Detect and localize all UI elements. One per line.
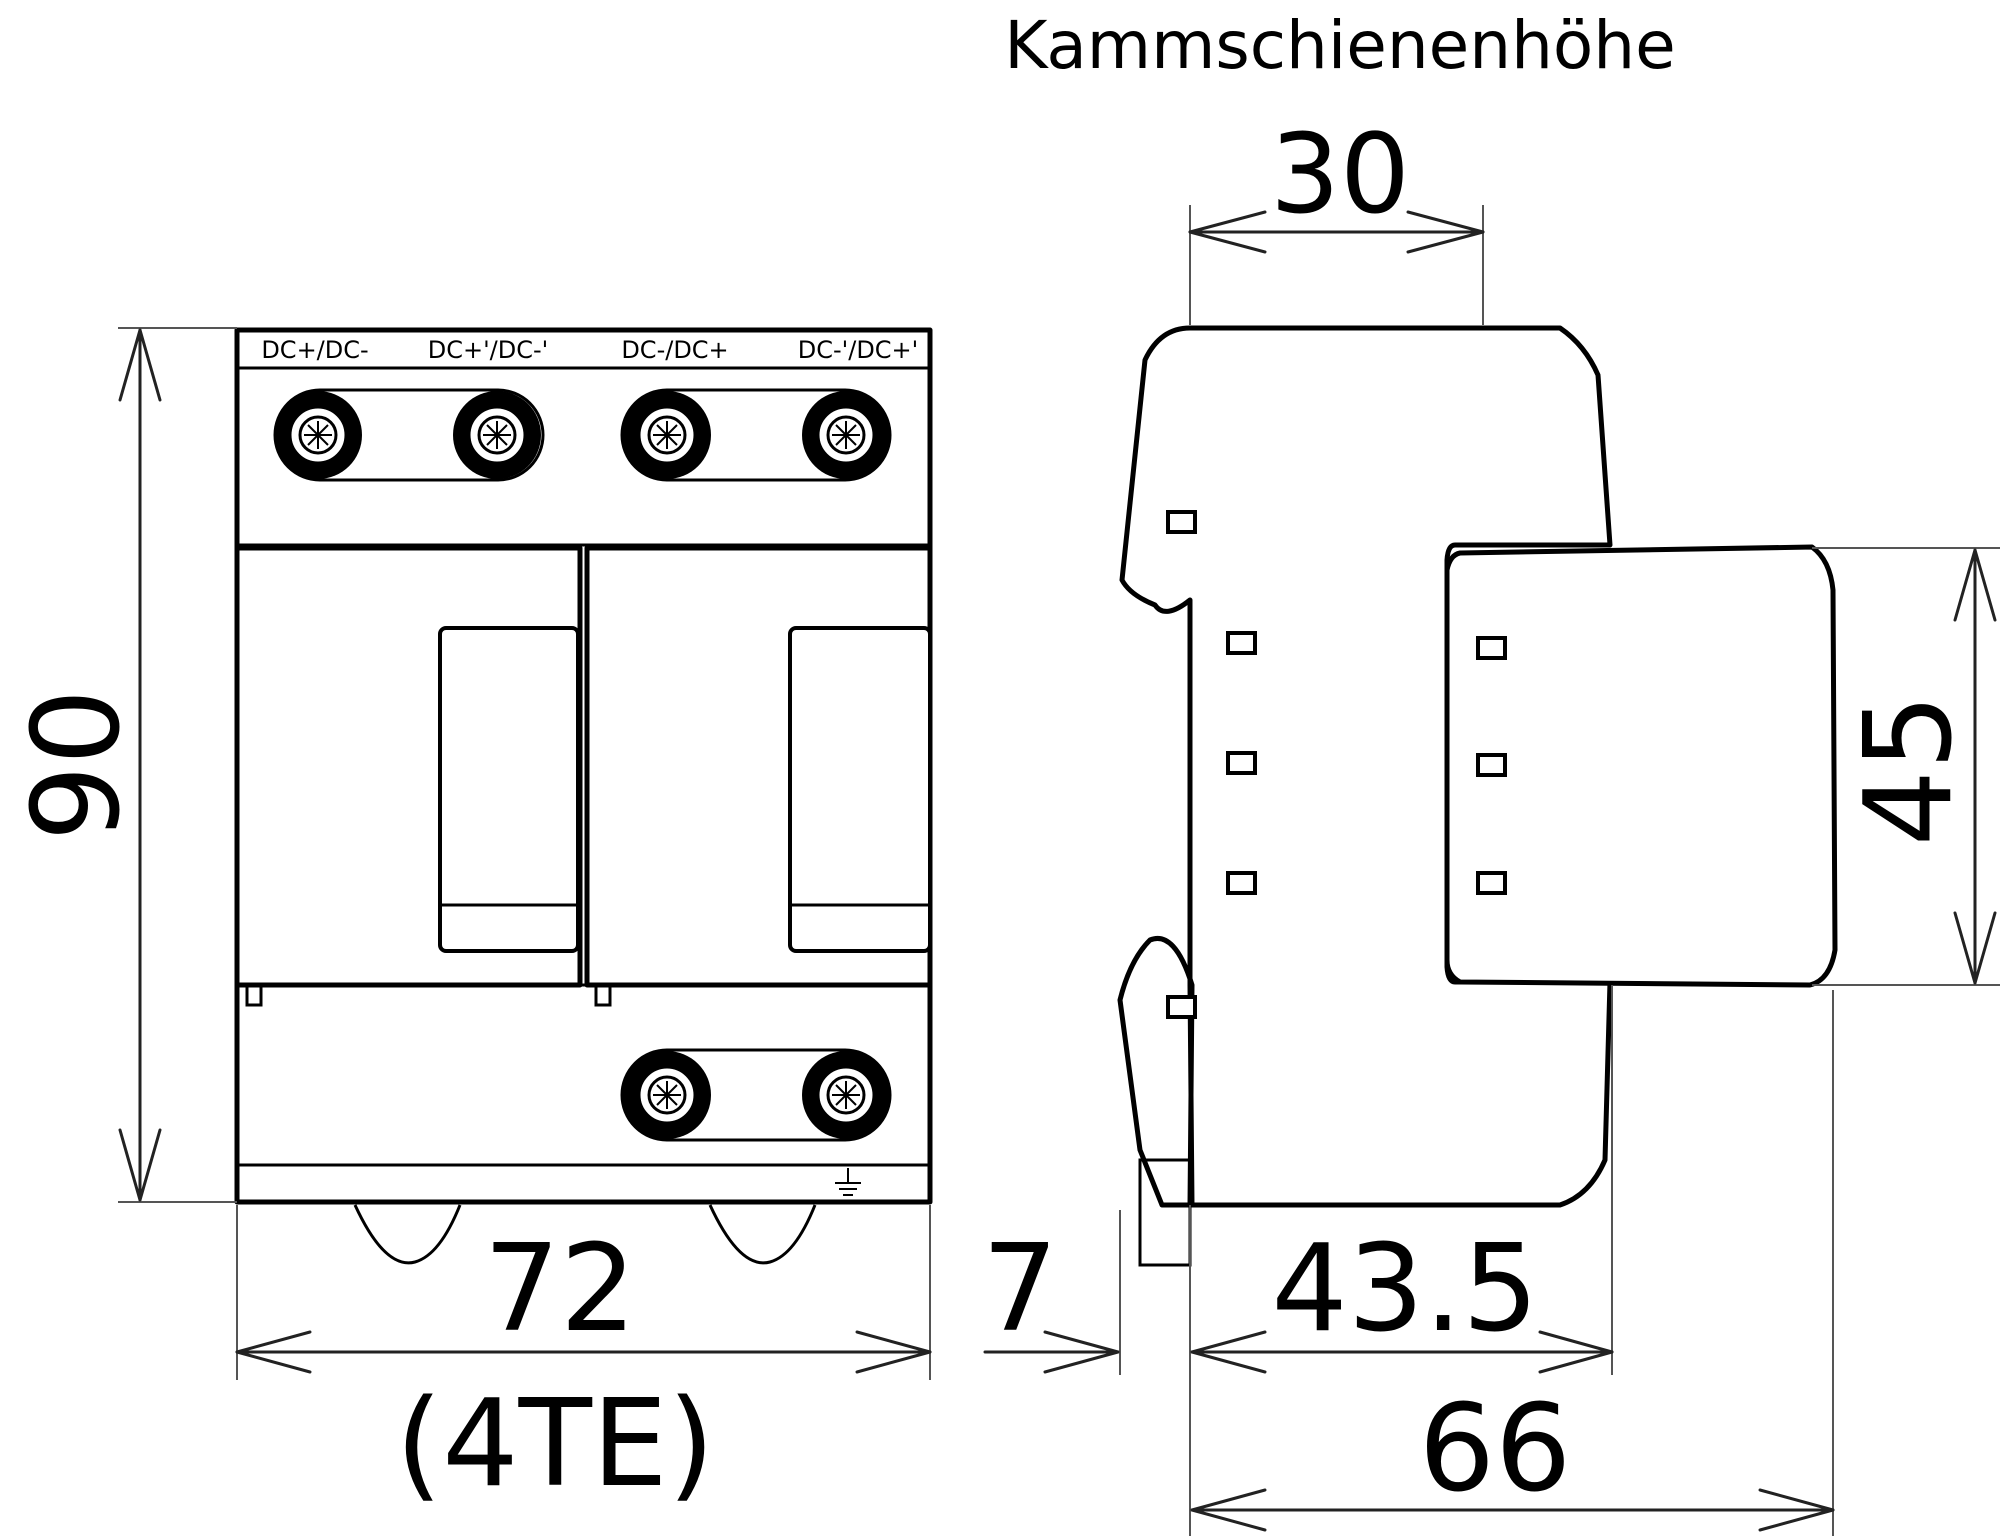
screw-terminal-5 <box>623 1051 711 1139</box>
dimension-label-72: 72 <box>484 1220 637 1359</box>
dimension-66: 66 <box>1190 990 1835 1536</box>
terminal-label-2: DC+'/DC-' <box>428 336 549 364</box>
dimension-label-4te: (4TE) <box>395 1375 714 1514</box>
rail-clip-right <box>708 1204 817 1265</box>
dimension-label-7: 7 <box>982 1220 1058 1359</box>
screw-terminal-6 <box>802 1051 890 1139</box>
module-window-right <box>788 626 932 953</box>
screw-terminal-2 <box>453 391 541 479</box>
front-view: DC+/DC- DC+'/DC-' DC-/DC+ DC-'/DC+' <box>234 327 933 1265</box>
dimension-label-45: 45 <box>1840 694 1979 847</box>
side-housing <box>1117 325 1613 1208</box>
module-window-left <box>438 626 580 953</box>
terminal-label-4: DC-'/DC+' <box>798 336 919 364</box>
dimension-7: 7 <box>982 1210 1121 1375</box>
title: Kammschienenhöhe <box>1004 7 1676 84</box>
dimension-label-43-5: 43.5 <box>1271 1220 1538 1359</box>
screw-terminal-4 <box>802 391 890 479</box>
module-protrusion <box>1444 544 1838 988</box>
dimension-label-66: 66 <box>1419 1380 1572 1519</box>
rail-clip-left <box>353 1204 462 1265</box>
dimension-90: 90 <box>8 327 237 1203</box>
dimension-45: 45 <box>1812 547 2000 986</box>
dimension-label-30: 30 <box>1270 110 1410 238</box>
dimension-43-5: 43.5 <box>1189 985 1614 1536</box>
dimension-72: 72 (4TE) <box>235 1205 932 1514</box>
dimension-label-90: 90 <box>8 689 147 842</box>
ground-icon <box>835 1168 861 1196</box>
side-view <box>1117 325 1838 1267</box>
screw-terminal-1 <box>274 391 362 479</box>
screw-terminal-3 <box>623 391 711 479</box>
dimension-30: 30 <box>1188 110 1485 325</box>
terminal-label-3: DC-/DC+ <box>621 336 728 364</box>
terminal-label-1: DC+/DC- <box>261 336 368 364</box>
